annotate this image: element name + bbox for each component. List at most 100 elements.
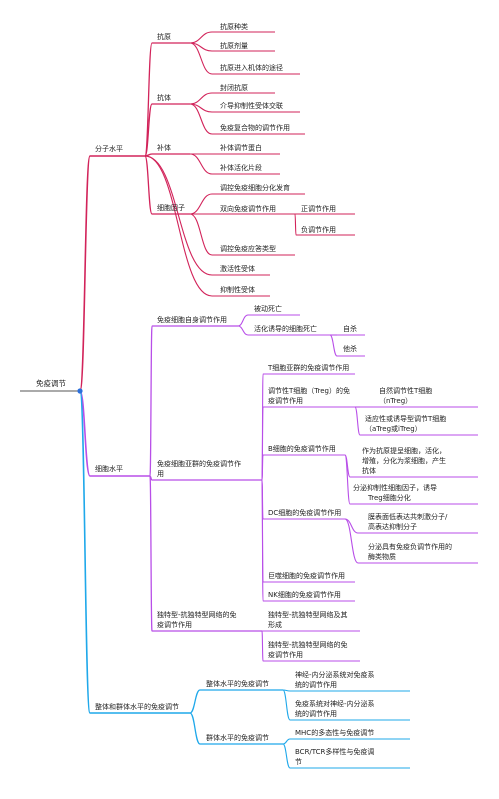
edge-molecular-activating-receptor [144, 155, 213, 276]
node-antibody[interactable]: 抗体 [157, 93, 171, 102]
branch-cellular-label[interactable]: 细胞水平 [95, 464, 123, 473]
leaf-dc-costim-l1[interactable]: 膜表面低表达共刺激分子/ [368, 512, 448, 521]
leaf-b-apc-l3: 抗体 [362, 466, 376, 475]
edge-complement-1 [189, 153, 213, 175]
leaf-idiotype-regulation-l1[interactable]: 独特型-抗独特型网络的免 [268, 640, 348, 649]
leaf-antigen-route[interactable]: 抗原进入机体的途径 [220, 63, 283, 72]
edge-molecular-antibody [144, 103, 153, 157]
leaf-nk-cell[interactable]: NK细胞的免疫调节作用 [268, 590, 341, 599]
edge-root-cellular [79, 390, 91, 477]
leaf-block-antigen[interactable]: 封闭抗原 [220, 83, 248, 92]
leaf-immune-to-neuro-l2: 统的调节作用 [295, 709, 337, 718]
node-cytokine[interactable]: 细胞因子 [157, 203, 185, 212]
leaf-b-treg-l2: Treg细胞分化 [367, 493, 411, 502]
edge-root-systemic [79, 390, 91, 714]
edge-aicd-fratricide [329, 334, 338, 357]
leaf-b-apc-l2: 增殖，分化为浆细胞，产生 [362, 456, 446, 465]
leaf-idiotype-network-l2: 形成 [268, 620, 282, 629]
node-treg-l1[interactable]: 调节性T细胞（Treg）的免 [268, 386, 350, 395]
leaf-antigen-type[interactable]: 抗原种类 [220, 22, 248, 31]
edge-subsets-nk-cell [261, 479, 264, 602]
node-treg-l2: 疫调节作用 [268, 396, 303, 405]
edge-cellular-subsets [149, 475, 153, 481]
node-b-cell[interactable]: B细胞的免疫调节作用 [268, 444, 336, 453]
leaf-negative-regulation[interactable]: 负调节作用 [301, 225, 336, 234]
leaf-cytokine-development[interactable]: 调控免疫细胞分化发育 [220, 183, 290, 192]
edge-antibody-2 [189, 103, 213, 135]
mindmap-edges [79, 31, 361, 769]
leaf-dc-enzyme-l2: 酶类物质 [368, 552, 396, 561]
leaf-passive-death[interactable]: 被动死亡 [254, 304, 282, 313]
leaf-bcr-tcr-l2: 节 [295, 758, 302, 766]
leaf-bcr-tcr-l1[interactable]: BCR/TCR多样性与免疫调 [295, 747, 374, 756]
edge-dc-enzyme [344, 518, 359, 564]
edge-treg-atreg [354, 406, 361, 436]
leaf-b-treg-l1[interactable]: 分泌抑制性细胞因子，诱导 [353, 483, 437, 492]
leaf-suicide[interactable]: 自杀 [343, 324, 357, 333]
leaf-idiotype-regulation-l2: 疫调节作用 [268, 650, 303, 659]
edge-molecular-inhibitory-receptor [144, 155, 213, 297]
leaf-neuroendocrine-l2: 统的调节作用 [295, 680, 337, 689]
leaf-mhc-polymorphism[interactable]: MHC的多态性与免疫调节 [295, 728, 374, 737]
edge-bidirectional-negative [294, 213, 297, 236]
edge-subsets-b-cell [261, 454, 264, 481]
edge-molecular-cytokine [144, 155, 153, 215]
root-connector-dot [77, 388, 83, 394]
leaf-inhibitory-crosslink[interactable]: 介导抑制性受体交联 [220, 101, 283, 110]
root-node-label[interactable]: 免疫调节 [36, 378, 66, 388]
leaf-immune-complex[interactable]: 免疫复合物的调节作用 [220, 123, 290, 132]
edge-antibody-0 [189, 92, 213, 105]
leaf-dc-costim-l2: 高表达抑制分子 [368, 522, 417, 531]
edge-self-passive [237, 314, 249, 327]
leaf-fratricide[interactable]: 他杀 [343, 344, 357, 353]
leaf-complement-fragment[interactable]: 补体活化片段 [220, 163, 262, 172]
leaf-inhibitory-receptor[interactable]: 抑制性受体 [220, 285, 255, 294]
leaf-immune-to-neuro-l1[interactable]: 免疫系统对神经-内分泌系 [295, 699, 375, 708]
leaf-macrophage[interactable]: 巨噬细胞的免疫调节作用 [268, 571, 345, 580]
leaf-ntreg-l2: （nTreg） [379, 397, 412, 405]
leaf-complement-regulatory-protein[interactable]: 补体调节蛋白 [220, 143, 262, 152]
leaf-antigen-dose[interactable]: 抗原剂量 [220, 41, 248, 50]
node-idiotype-l1[interactable]: 独特型-抗独特型网络的免 [157, 610, 237, 619]
node-self-regulation[interactable]: 免疫细胞自身调节作用 [157, 315, 227, 324]
leaf-t-subsets[interactable]: T细胞亚群的免疫调节作用 [267, 363, 349, 372]
edge-systemic-whole [189, 689, 201, 714]
node-population-level[interactable]: 群体水平的免疫调节 [206, 733, 269, 742]
edge-whole-immune [282, 689, 291, 721]
edge-cytokine-0 [189, 193, 213, 215]
leaf-neuroendocrine-l1[interactable]: 神经-内分泌系统对免疫系 [295, 670, 375, 679]
leaf-activating-receptor[interactable]: 激活性受体 [220, 264, 255, 273]
node-antigen[interactable]: 抗原 [157, 32, 171, 41]
node-cytokine-bidirectional[interactable]: 双向免疫调节作用 [220, 204, 276, 213]
node-whole-level[interactable]: 整体水平的免疫调节 [206, 679, 269, 688]
node-subset-regulation-l1[interactable]: 免疫细胞亚群的免疫调节作 [157, 459, 241, 468]
branch-systemic-label[interactable]: 整体和群体水平的免疫调节 [95, 702, 179, 711]
leaf-positive-regulation[interactable]: 正调节作用 [301, 204, 336, 213]
leaf-response-type[interactable]: 调控免疫应答类型 [220, 244, 276, 253]
edge-cellular-self [149, 325, 153, 477]
leaf-atreg-l1[interactable]: 适应性或诱导型调节T细胞 [365, 414, 446, 423]
edge-cellular-idiotype [149, 475, 153, 632]
edge-root-molecular [79, 155, 91, 392]
node-subset-regulation-l2: 用 [157, 470, 164, 478]
edge-systemic-population [189, 712, 201, 745]
leaf-idiotype-network-l1[interactable]: 独特型-抗独特型网络及其 [268, 610, 348, 619]
node-aicd[interactable]: 活化诱导的细胞死亡 [254, 324, 317, 333]
node-idiotype-l2: 疫调节作用 [157, 620, 192, 629]
leaf-ntreg-l1[interactable]: 自然调节性T细胞 [379, 386, 432, 395]
branch-molecular-label[interactable]: 分子水平 [95, 144, 123, 153]
leaf-b-apc-l1[interactable]: 作为抗原提呈细胞，活化， [362, 446, 446, 455]
leaf-atreg-l2: （aTreg或iTreg） [365, 424, 422, 433]
edge-self-aicd [237, 325, 249, 336]
edge-antigen-0 [189, 31, 213, 44]
edge-population-mhc [282, 738, 291, 745]
edge-population-bcr [282, 743, 291, 769]
node-dc-cell[interactable]: DC细胞的免疫调节作用 [268, 508, 341, 517]
node-complement[interactable]: 补体 [157, 143, 171, 152]
leaf-dc-enzyme-l1[interactable]: 分泌具有免疫负调节作用的 [368, 542, 452, 551]
edge-molecular-antigen [144, 42, 153, 157]
edge-cytokine-2 [189, 213, 213, 256]
edge-antigen-2 [189, 42, 213, 75]
edge-idiotype-regulation [261, 630, 264, 662]
node-underlines [20, 31, 478, 769]
